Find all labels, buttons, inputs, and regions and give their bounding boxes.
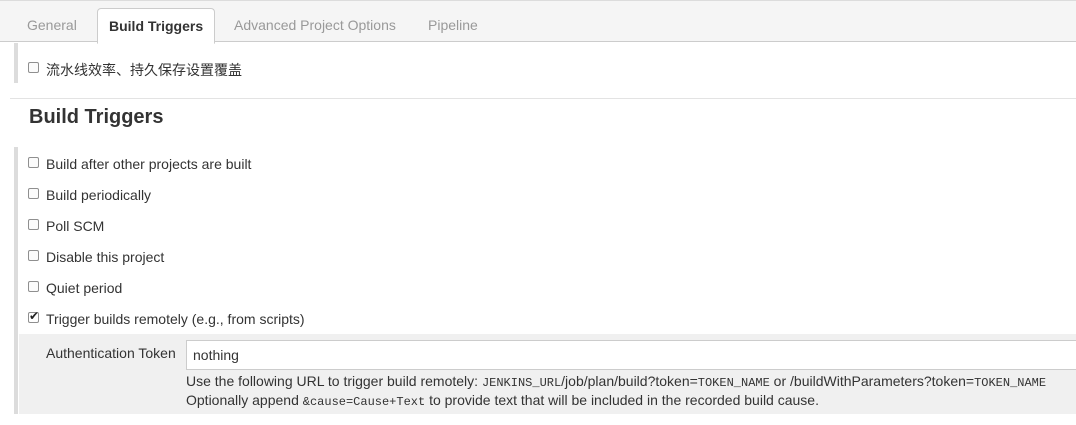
- help-text: Optionally append: [186, 392, 303, 408]
- build-after-other-projects-checkbox[interactable]: [28, 157, 39, 168]
- help-text: or /buildWithParameters?token=: [769, 373, 975, 389]
- auth-token-help-line-1: Use the following URL to trigger build r…: [186, 373, 1046, 390]
- triggers-indent-bar: [14, 147, 18, 414]
- pipeline-option-label: 流水线效率、持久保存设置覆盖: [46, 62, 242, 78]
- code-token-name: TOKEN_NAME: [974, 376, 1047, 390]
- code-cause: &cause=Cause+Text: [302, 395, 426, 409]
- build-periodically-label: Build periodically: [46, 187, 152, 203]
- section-divider: [10, 98, 1076, 99]
- code-jenkins-url: JENKINS_URL: [481, 376, 562, 390]
- pipeline-option-checkbox[interactable]: [28, 62, 39, 73]
- section-indent-bar: [14, 43, 18, 83]
- build-periodically-checkbox[interactable]: [28, 188, 39, 199]
- build-after-other-projects-label: Build after other projects are built: [46, 156, 252, 172]
- auth-token-label: Authentication Token: [46, 345, 176, 361]
- disable-project-checkbox[interactable]: [28, 250, 39, 261]
- tab-advanced-project-options[interactable]: Advanced Project Options: [234, 17, 396, 33]
- disable-project-label: Disable this project: [46, 249, 165, 265]
- auth-token-help-line-2: Optionally append &cause=Cause+Text to p…: [186, 392, 819, 409]
- help-text: to provide text that will be included in…: [425, 392, 819, 408]
- poll-scm-checkbox[interactable]: [28, 219, 39, 230]
- section-title: Build Triggers: [29, 106, 164, 128]
- poll-scm-label: Poll SCM: [46, 218, 105, 234]
- help-text: Use the following URL to trigger build r…: [186, 373, 482, 389]
- quiet-period-checkbox[interactable]: [28, 281, 39, 292]
- auth-token-input[interactable]: [186, 340, 1076, 370]
- tab-general[interactable]: General: [27, 17, 77, 33]
- help-text: /job/plan/build?token=: [561, 373, 698, 389]
- tab-build-triggers[interactable]: Build Triggers: [97, 8, 216, 44]
- quiet-period-label: Quiet period: [46, 280, 123, 296]
- tab-bar: General Build Triggers Advanced Project …: [0, 0, 1076, 44]
- code-token-name: TOKEN_NAME: [697, 376, 770, 390]
- checkmark-icon: ✔: [29, 309, 40, 323]
- trigger-remotely-checkbox[interactable]: ✔: [28, 309, 39, 323]
- tab-pipeline[interactable]: Pipeline: [428, 17, 478, 33]
- trigger-remotely-label: Trigger builds remotely (e.g., from scri…: [46, 311, 305, 327]
